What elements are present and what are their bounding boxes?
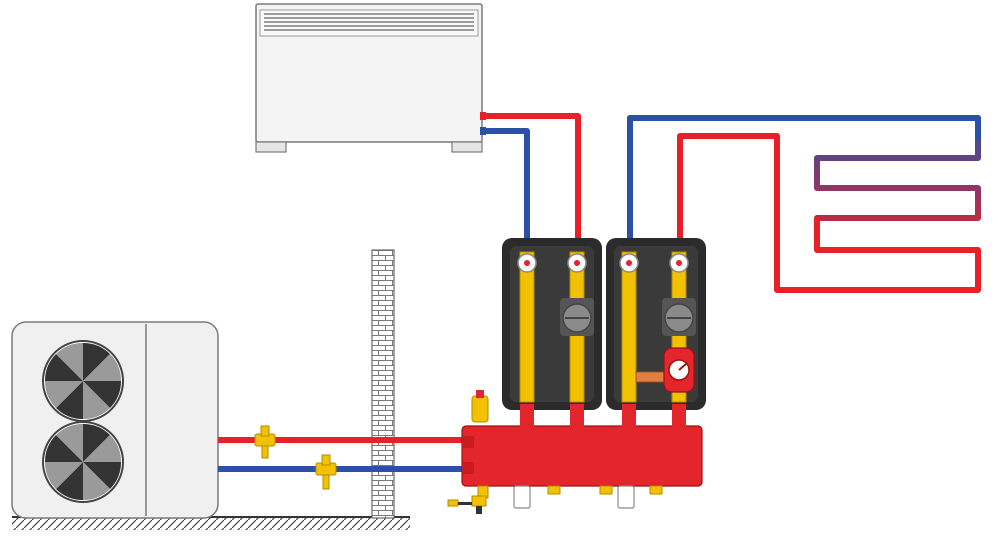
fan-coil-grille (264, 13, 474, 31)
hydraulic-manifold (447, 404, 703, 514)
mixing-valve-actuator-icon (663, 347, 695, 393)
ground (12, 516, 410, 530)
bracket-icon (513, 485, 635, 509)
manifold-ports (477, 485, 663, 499)
pump-icon (662, 298, 696, 336)
brick-wall (371, 249, 395, 519)
mixed-circuit-module (606, 238, 706, 410)
air-vent-icon (471, 390, 489, 423)
pump-icon (560, 298, 594, 336)
heat-pump-unit (11, 321, 219, 519)
return-valve-icon (315, 454, 337, 490)
underfloor-coil (627, 115, 981, 293)
fan-bottom-icon (42, 421, 124, 503)
drain-valve-icon (447, 495, 487, 514)
fan-coil-pipes (484, 113, 581, 240)
fan-top-icon (42, 340, 124, 422)
supply-valve-icon (254, 425, 276, 459)
direct-circuit-module (502, 238, 602, 410)
fan-coil-unit (255, 3, 486, 153)
